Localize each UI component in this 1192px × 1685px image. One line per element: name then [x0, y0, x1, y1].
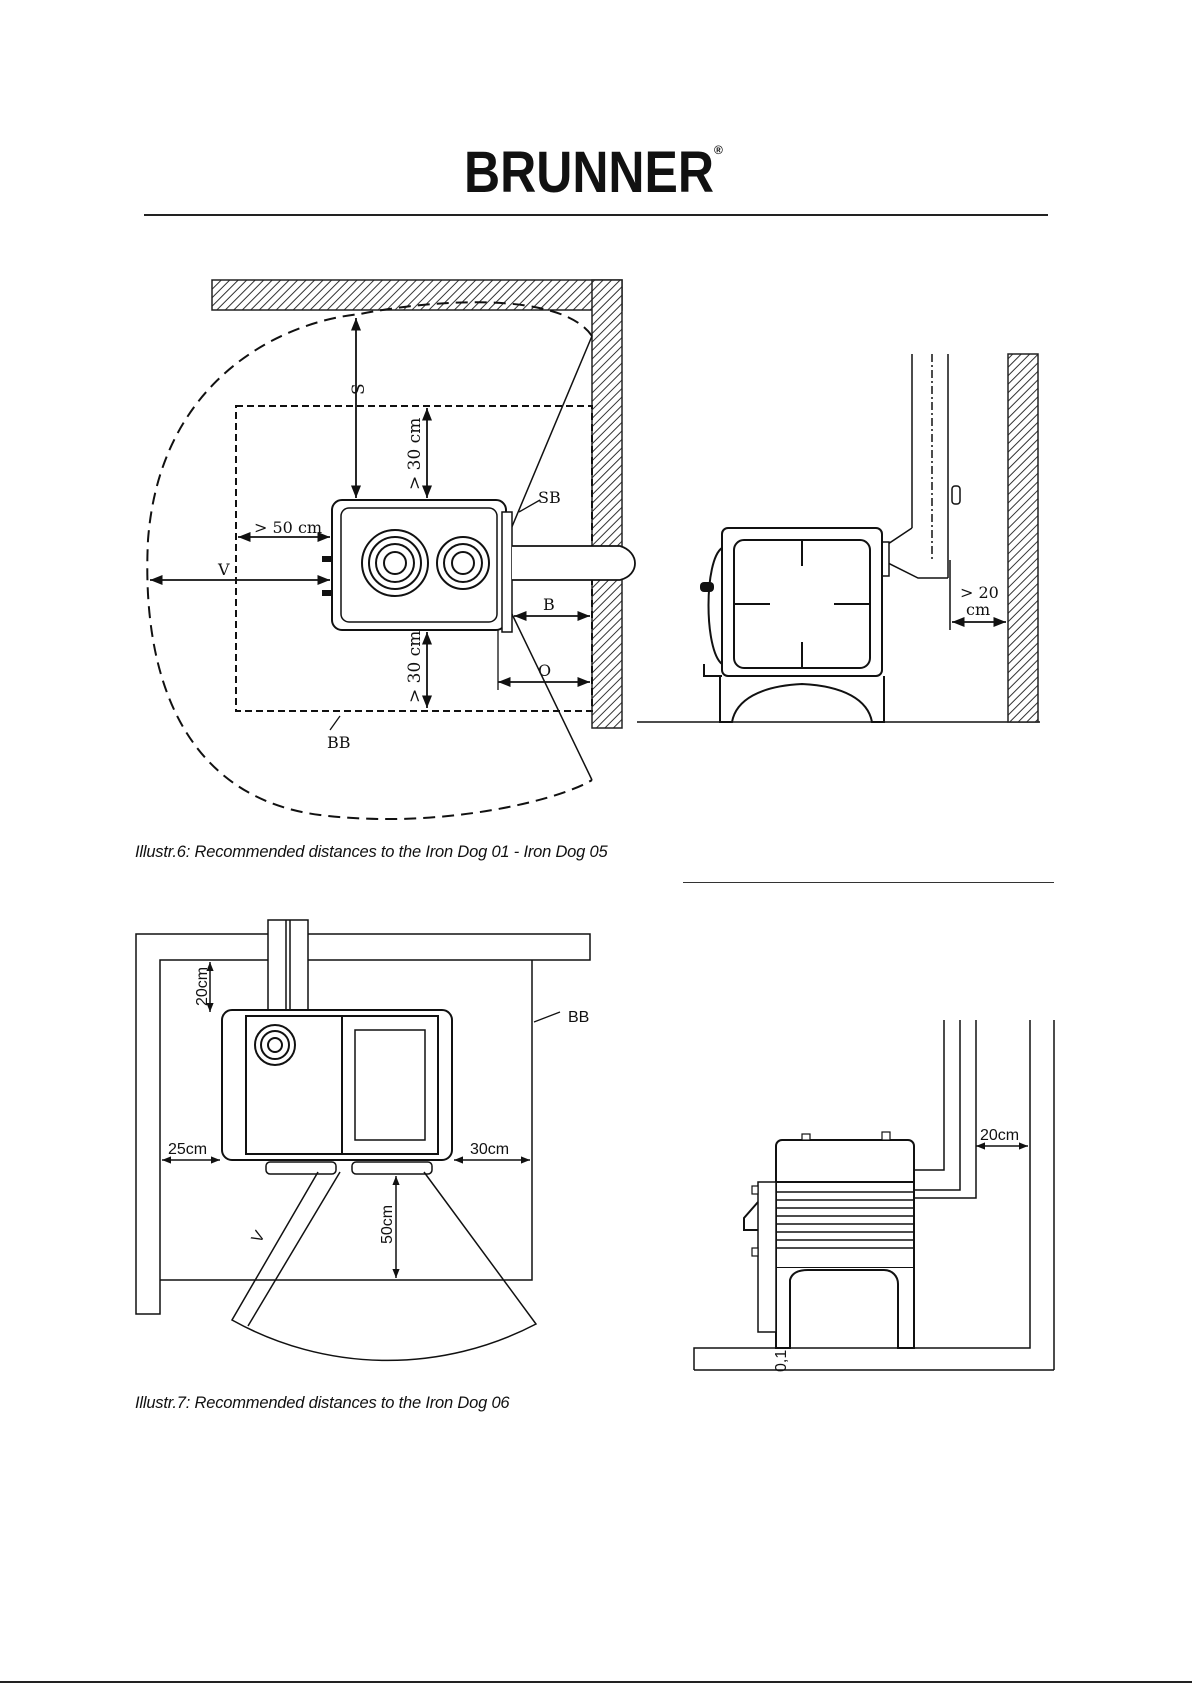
figure-iron-dog-06: 20cm BB 25cm 30cm 50cm V 20cm: [0, 900, 1192, 1390]
opening-sector: [248, 1172, 340, 1326]
footer-rule: [0, 1681, 1192, 1683]
bb-leader-2: [534, 1012, 560, 1022]
label-b: B: [543, 595, 555, 614]
label-right-gap-2: 30cm: [470, 1141, 509, 1158]
label-side-gap-2: 20cm: [980, 1127, 1019, 1144]
label-sb: SB: [538, 488, 561, 507]
figure-iron-dog-01-05: S > 30 cm SB > 50 cm V B O > 30 cm BB: [0, 0, 1192, 860]
label-left-gap-2: 25cm: [168, 1141, 207, 1158]
stove-plan: [322, 500, 635, 632]
stove-plan-2: [222, 1010, 452, 1174]
label-bottom-gap: > 30 cm: [405, 631, 425, 703]
label-top-gap-2: 20cm: [194, 967, 211, 1006]
sight-line: [510, 610, 592, 780]
label-o: O: [538, 661, 551, 680]
stove-side-view-2: 20cm 0,1: [694, 1020, 1054, 1372]
label-bb-2: BB: [568, 1009, 589, 1026]
label-side-gap-2: cm: [966, 600, 990, 619]
figure-caption-7: Illustr.7: Recommended distances to the …: [135, 1394, 509, 1413]
label-left-gap: > 50 cm: [254, 518, 322, 537]
label-v: V: [217, 560, 230, 579]
stove-side-view: > 20 cm: [637, 354, 1040, 722]
bb-leader: [330, 716, 340, 730]
label-s: S: [349, 383, 369, 395]
label-top-gap: > 30 cm: [405, 418, 425, 490]
label-front-gap-2: 50cm: [379, 1205, 396, 1244]
label-v-2: V: [249, 1228, 269, 1246]
label-floor-gap: 0,1: [773, 1350, 790, 1372]
label-bb: BB: [327, 733, 351, 752]
opening-sector: [232, 1172, 536, 1360]
figure-caption-6: Illustr.6: Recommended distances to the …: [135, 843, 607, 862]
section-rule: [683, 882, 1054, 883]
